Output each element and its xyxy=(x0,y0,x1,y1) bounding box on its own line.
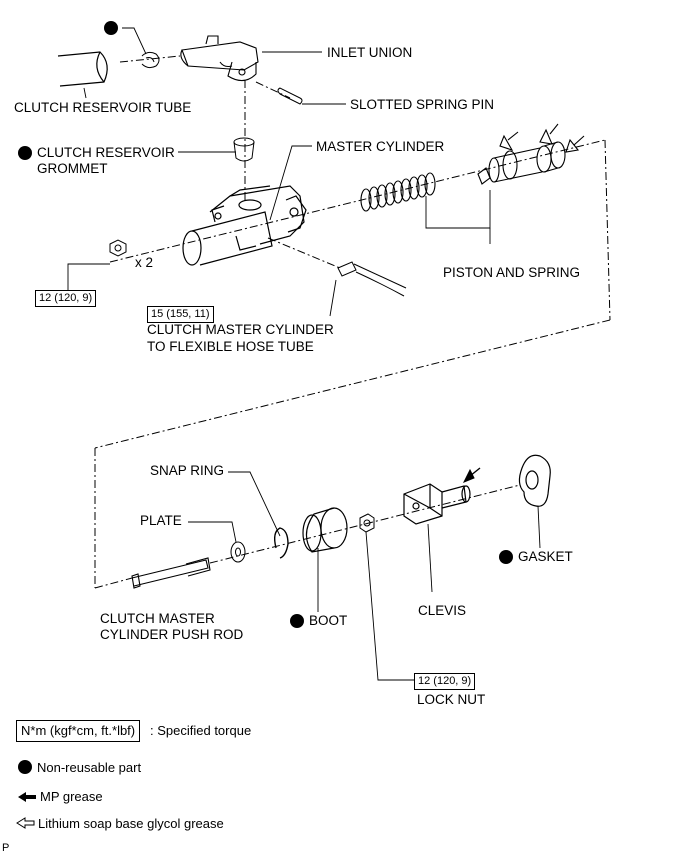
push-rod-part xyxy=(131,557,211,589)
label-x2: x 2 xyxy=(135,255,154,270)
hose-tube-part xyxy=(337,261,407,297)
slotted-spring-pin-part xyxy=(277,87,303,105)
gasket-part xyxy=(518,454,551,507)
legend-lithium-grease: Lithium soap base glycol grease xyxy=(38,816,224,831)
label-clutch-reservoir-grommet-line2: GROMMET xyxy=(37,161,108,176)
legend-non-reusable: Non-reusable part xyxy=(37,760,142,775)
clutch-reservoir-tube xyxy=(57,51,108,87)
label-snap-ring: SNAP RING xyxy=(150,463,225,478)
nut-part xyxy=(109,239,127,257)
lithium-grease-arrows xyxy=(499,123,585,153)
master-cylinder-part xyxy=(182,185,307,266)
legend-icons xyxy=(16,760,36,829)
legend-mp-grease: MP grease xyxy=(40,789,103,804)
non-reusable-markers xyxy=(18,21,513,628)
legend-torque-desc: : Specified torque xyxy=(150,723,252,738)
label-push-rod-line1: CLUTCH MASTER xyxy=(100,611,215,626)
grommet-part xyxy=(233,137,255,162)
label-slotted-spring-pin: SLOTTED SPRING PIN xyxy=(350,97,495,112)
label-clutch-reservoir-tube: CLUTCH RESERVOIR TUBE xyxy=(14,100,192,115)
label-hose-tube-line2: TO FLEXIBLE HOSE TUBE xyxy=(147,339,314,354)
snap-ring-part xyxy=(273,527,289,559)
clevis-part xyxy=(403,483,471,525)
label-plate: PLATE xyxy=(140,513,182,528)
label-clutch-reservoir-grommet-line1: CLUTCH RESERVOIR xyxy=(37,145,175,160)
torque-hose-tube: 15 (155, 11) xyxy=(147,306,214,323)
spring-part xyxy=(360,172,436,212)
plate-part xyxy=(230,541,246,563)
lock-nut-part xyxy=(359,513,375,533)
legend-dot-icon xyxy=(18,760,32,774)
legend-mp-arrow-icon xyxy=(18,792,36,802)
label-boot: BOOT xyxy=(309,613,348,628)
label-hose-tube-line1: CLUTCH MASTER CYLINDER xyxy=(147,322,334,337)
label-lock-nut: LOCK NUT xyxy=(417,692,486,707)
legend-torque-units: N*m (kgf*cm, ft.*lbf) xyxy=(16,720,141,742)
boot-part xyxy=(302,507,348,553)
inlet-union-part xyxy=(180,35,259,82)
centerline-upper xyxy=(94,55,611,589)
label-clevis: CLEVIS xyxy=(418,603,467,618)
legend-lithium-arrow-icon xyxy=(16,817,35,829)
torque-nut: 12 (120, 9) xyxy=(35,290,97,307)
piston-part xyxy=(477,141,566,185)
leader-lines xyxy=(67,27,541,681)
torque-lock-nut: 12 (120, 9) xyxy=(414,673,476,690)
page-marker: P xyxy=(2,842,10,854)
label-gasket: GASKET xyxy=(518,549,573,564)
label-push-rod-line2: CYLINDER PUSH ROD xyxy=(100,627,244,642)
label-inlet-union: INLET UNION xyxy=(327,45,413,60)
clamp xyxy=(141,51,160,69)
label-master-cylinder: MASTER CYLINDER xyxy=(316,139,445,154)
label-piston-and-spring: PISTON AND SPRING xyxy=(443,265,581,280)
